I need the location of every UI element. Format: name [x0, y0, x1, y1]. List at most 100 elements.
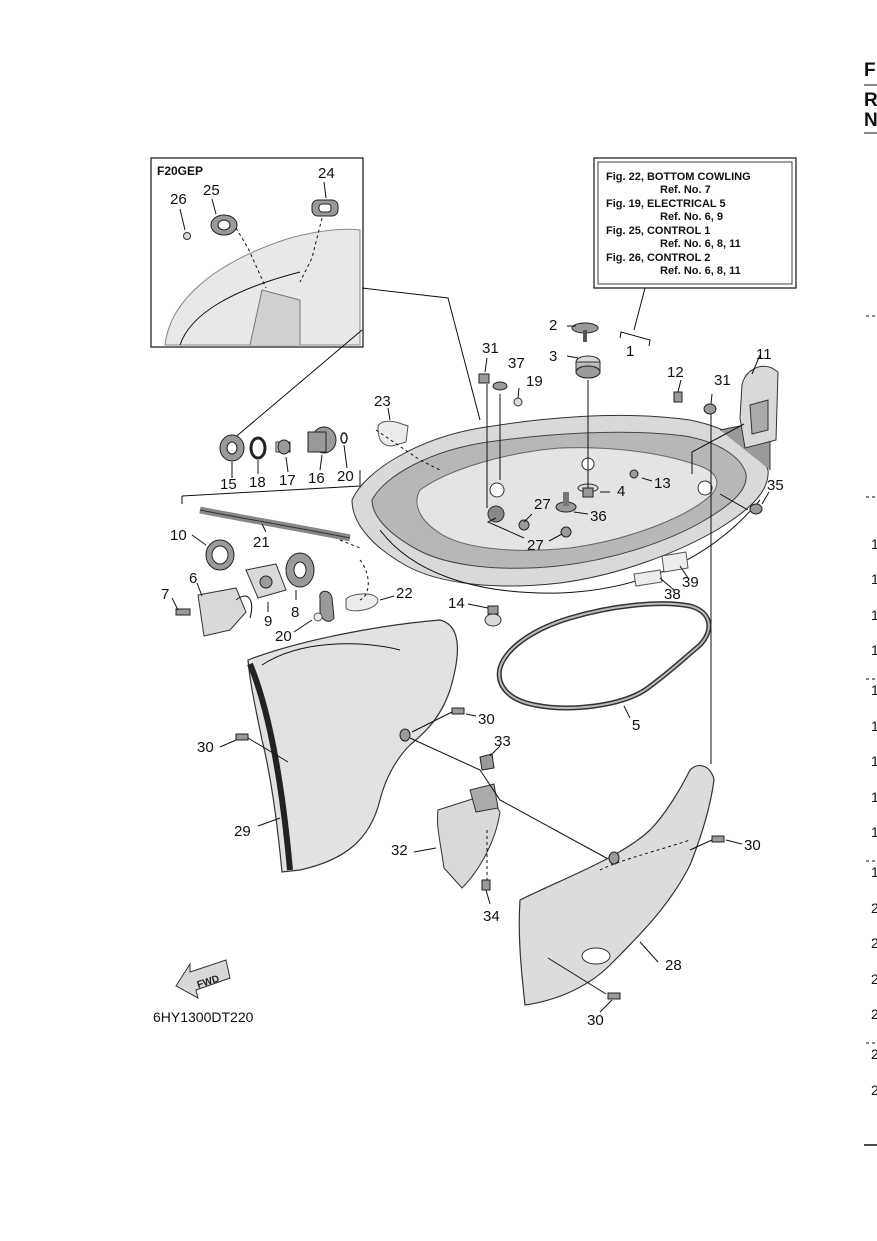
callout-21: 21 — [253, 534, 270, 551]
callout-1: 1 — [626, 343, 634, 360]
ref-line-1-fig: Fig. 22, BOTTOM COWLING — [606, 171, 751, 183]
callout-12: 12 — [667, 364, 684, 381]
bolt-part-30-b — [451, 707, 465, 715]
ref-line-3-ref: Ref. No. 6, 8, 11 — [660, 238, 741, 250]
screw-part-13 — [629, 469, 639, 479]
callout-10: 10 — [170, 527, 187, 544]
edge-row-8: 1 — [871, 789, 877, 805]
callout-3: 3 — [549, 348, 557, 365]
callout-31-left: 31 — [482, 340, 499, 357]
callout-24: 24 — [318, 165, 335, 182]
bolt-part-7 — [175, 608, 191, 616]
callout-30-a: 30 — [197, 739, 214, 756]
ref-line-3-fig: Fig. 25, CONTROL 1 — [606, 225, 710, 237]
reference-box: Fig. 22, BOTTOM COWLING Ref. No. 7 Fig. … — [593, 157, 797, 347]
nut-part-31-left — [478, 373, 490, 384]
edge-row-10: 1 — [871, 864, 877, 880]
bolt-part-17 — [275, 439, 291, 455]
callout-29: 29 — [234, 823, 251, 840]
callout-30-c: 30 — [744, 837, 761, 854]
seal-part-10 — [205, 539, 235, 571]
bolt-part-30-a — [235, 733, 249, 741]
bolt-part-14 — [484, 605, 502, 627]
seal-part-15 — [219, 434, 245, 462]
clip-part-19 — [513, 397, 523, 407]
edge-row-14: 2 — [871, 1006, 877, 1022]
screw-part-36 — [555, 492, 577, 513]
clip-part-20-lower — [313, 612, 323, 622]
edge-row-6: 1 — [871, 718, 877, 734]
front-cover-part-29 — [247, 619, 459, 873]
bracket-part-11 — [739, 365, 779, 449]
callout-19: 19 — [526, 373, 543, 390]
edge-row-3: 1 — [871, 607, 877, 623]
callout-38: 38 — [664, 586, 681, 603]
label-sticker-38 — [633, 569, 663, 587]
callout-28: 28 — [665, 957, 682, 974]
grommet-part-24 — [311, 199, 339, 217]
callout-34: 34 — [483, 908, 500, 925]
callout-39: 39 — [682, 574, 699, 591]
callout-17: 17 — [279, 472, 296, 489]
knob-part-16 — [307, 426, 337, 454]
edge-header-3: N — [864, 110, 877, 131]
nut-part-37 — [492, 381, 508, 391]
callout-6: 6 — [189, 570, 197, 587]
nut-part-31-right — [703, 403, 717, 415]
clamp-part-22 — [319, 590, 379, 622]
callout-25: 25 — [203, 182, 220, 199]
rear-cover-part-28 — [518, 765, 715, 1006]
washer-part-18 — [249, 436, 267, 460]
edge-row-12: 2 — [871, 935, 877, 951]
bolt-part-30-d — [607, 992, 621, 1000]
grommet-part-25 — [210, 214, 238, 236]
callout-22: 22 — [396, 585, 413, 602]
edge-header-1: F — [864, 60, 876, 81]
bolt-part-30-c — [711, 835, 725, 843]
edge-header-2: R — [864, 90, 877, 111]
callout-15: 15 — [220, 476, 237, 493]
callout-7: 7 — [161, 586, 169, 603]
nut-part-27-lower — [560, 526, 572, 538]
edge-row-15: 2 — [871, 1046, 877, 1062]
seal-ring-part-5 — [496, 601, 712, 711]
pad-part-23 — [377, 420, 409, 447]
edge-row-11: 2 — [871, 900, 877, 916]
callout-33: 33 — [494, 733, 511, 750]
washer-part-2 — [571, 322, 599, 342]
callout-4: 4 — [617, 483, 625, 500]
callout-37: 37 — [508, 355, 525, 372]
callout-23: 23 — [374, 393, 391, 410]
callout-36: 36 — [590, 508, 607, 525]
callout-27-lower: 27 — [527, 537, 544, 554]
ref-line-4-ref: Ref. No. 6, 8, 11 — [660, 265, 741, 277]
ref-line-2-fig: Fig. 19, ELECTRICAL 5 — [606, 198, 726, 210]
edge-row-9: 1 — [871, 824, 877, 840]
ref-line-1-ref: Ref. No. 7 — [660, 184, 711, 196]
label-sticker-39 — [661, 551, 689, 573]
hose-part-21 — [199, 506, 351, 542]
inset-f20gep: F20GEP 24 25 26 — [150, 157, 364, 348]
bracket-part-32 — [437, 783, 501, 889]
right-edge-fragment: F R N 1 1 1 1 1 1 1 1 1 1 2 2 2 2 2 2 — [864, 60, 877, 1146]
callout-labels: 1 2 3 4 5 6 7 8 9 10 11 12 13 14 15 16 1… — [161, 317, 784, 1029]
callout-8: 8 — [291, 604, 299, 621]
edge-row-13: 2 — [871, 971, 877, 987]
callout-20-lower: 20 — [275, 628, 292, 645]
callout-26: 26 — [170, 191, 187, 208]
fwd-arrow-icon: FWD — [175, 959, 231, 999]
callout-30-d: 30 — [587, 1012, 604, 1029]
callout-16: 16 — [308, 470, 325, 487]
clip-part-20-upper — [340, 432, 348, 444]
edge-row-16: 2 — [871, 1082, 877, 1098]
screw-part-12 — [673, 391, 683, 403]
callout-31-right: 31 — [714, 372, 731, 389]
callout-13: 13 — [654, 475, 671, 492]
inset-title: F20GEP — [157, 164, 203, 178]
dashed-links — [339, 429, 441, 601]
callout-11: 11 — [756, 346, 772, 363]
nut-part-35 — [749, 503, 763, 515]
callout-9: 9 — [264, 613, 272, 630]
edge-row-4: 1 — [871, 642, 877, 658]
